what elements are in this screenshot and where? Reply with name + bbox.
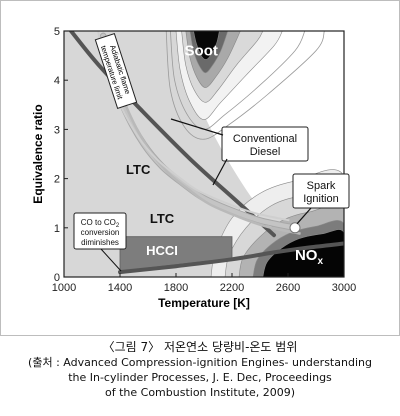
x-tick-label-5: 3000 — [332, 282, 356, 294]
co-conversion-annotation-line-1: conversion — [81, 228, 120, 237]
chart-svg: 1000 1400 1800 2200 2600 3000 0 1 2 3 4 5 Temperatu… — [31, 26, 356, 310]
y-tick-label-1: 1 — [54, 223, 60, 235]
figure-caption: 〈그림 7〉 저온연소 당량비-온도 범위 (출처 : Advanced Com… — [0, 339, 400, 400]
co-conversion-annotation-line-0: CO to CO2 — [81, 218, 120, 229]
y-tick-label-0: 0 — [54, 272, 60, 284]
soot-outer-line-0 — [170, 31, 306, 130]
spark-leader — [296, 207, 312, 225]
co-conversion-annotation-subscript: 2 — [116, 223, 120, 229]
chart-figure: 1000 1400 1800 2200 2600 3000 0 1 2 3 4 5 Temperatu… — [0, 0, 400, 336]
nox-label: NOx — [295, 247, 324, 267]
adiabatic-limit-box — [94, 33, 138, 109]
x-tick-label-3: 2200 — [220, 282, 244, 294]
x-tick-label-1: 1400 — [108, 282, 132, 294]
y-tick-label-4: 4 — [54, 75, 60, 87]
diesel-leader-1 — [170, 118, 224, 136]
soot-contour-4 — [193, 31, 220, 60]
co-leader — [100, 248, 122, 272]
co-conversion-annotation-box — [73, 212, 127, 250]
y-tick-label-5: 5 — [54, 26, 60, 38]
x-tick-label-4: 2600 — [276, 282, 300, 294]
soot-label: Soot — [185, 43, 218, 60]
spark-ignition-annotation-line-0: Spark — [307, 180, 336, 192]
x-axis-label: Temperature [K] — [158, 296, 250, 310]
y-tick-label-2: 2 — [54, 174, 60, 186]
caption-title: 〈그림 7〉 저온연소 당량비-온도 범위 — [102, 340, 298, 354]
conventional-diesel-annotation-line-0: Conventional — [233, 133, 297, 145]
conventional-diesel-annotation-line-1: Diesel — [250, 146, 281, 158]
ltc-label-lower: LTC — [150, 211, 175, 226]
upper-diagonal-line — [69, 31, 276, 238]
spark-ignition-annotation-line-1: Ignition — [303, 193, 338, 205]
conventional-diesel-annotation-box — [221, 126, 309, 162]
spark-ignition-point — [289, 222, 301, 234]
y-axis-label: Equivalence ratio — [31, 104, 45, 203]
lower-boundary-line — [118, 241, 344, 275]
co-conversion-annotation-line-2: diminishes — [81, 238, 119, 247]
caption-source: (출처 : Advanced Compression-ignition Engi… — [28, 356, 372, 399]
nox-label-subscript: x — [317, 256, 323, 267]
plot-frame — [63, 30, 345, 278]
ltc-label-upper: LTC — [126, 162, 151, 177]
spark-ignition-annotation-box — [292, 173, 350, 209]
hcci-label: HCCI — [146, 243, 178, 258]
y-tick-label-3: 3 — [54, 124, 60, 136]
diesel-leader-2 — [212, 158, 228, 186]
x-tick-label-2: 1800 — [164, 282, 188, 294]
x-tick-label-0: 1000 — [52, 282, 76, 294]
nox-contour-4 — [262, 229, 344, 277]
